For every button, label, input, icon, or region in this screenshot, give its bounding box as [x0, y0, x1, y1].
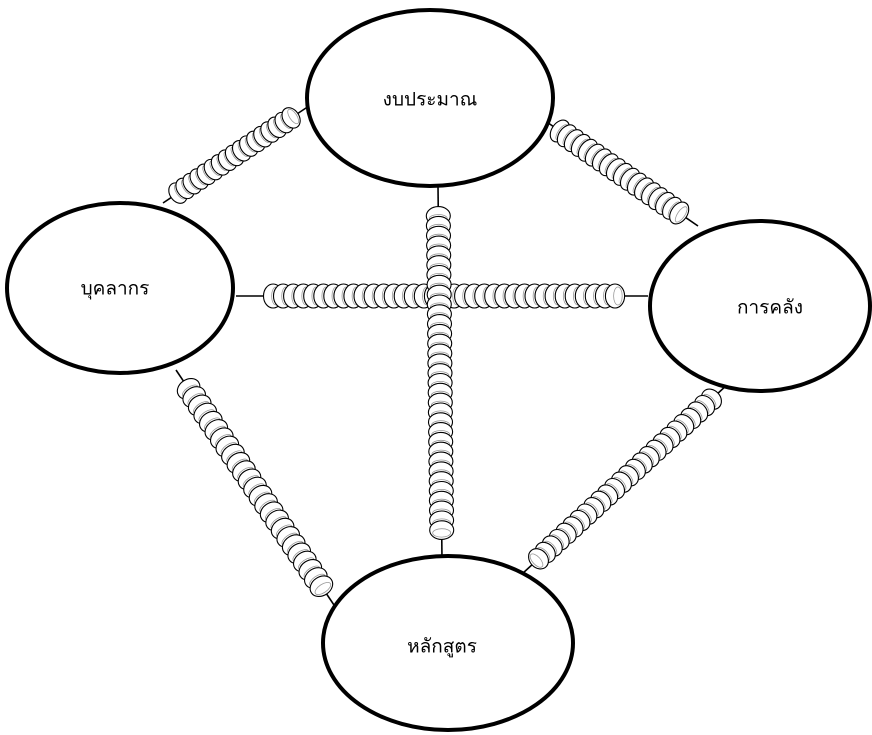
node-budget: งบประมาณ: [305, 8, 555, 188]
node-finance-ellipse: [648, 219, 872, 393]
node-finance-label: การคลัง: [737, 297, 803, 319]
spring-coil-highlight: [432, 528, 452, 538]
spring-coil-loop: [604, 283, 626, 309]
spring-coil-loop: [669, 201, 690, 225]
spring-budget-curriculum: [425, 185, 455, 561]
node-personnel-label: บุคลากร: [81, 278, 150, 301]
node-finance: การคลัง: [648, 219, 872, 393]
node-budget-label: งบประมาณ: [383, 89, 478, 111]
node-curriculum-label: หลักสูตร: [407, 636, 477, 658]
spring-coil-highlight: [287, 108, 300, 125]
node-budget-ellipse: [305, 8, 555, 188]
spring-coil-loop: [429, 520, 455, 540]
spring-personnel-budget: [162, 103, 313, 204]
spring-personnel-curriculum: [175, 369, 335, 606]
node-curriculum: หลักสูตร: [321, 554, 575, 732]
spring-coil-loop: [309, 575, 334, 598]
spring-coil-highlight: [314, 581, 332, 596]
spring-finance-curriculum: [521, 383, 729, 575]
spring-coil-loop: [281, 107, 301, 129]
node-personnel-ellipse: [5, 201, 235, 375]
spring-coil-highlight: [674, 206, 688, 223]
spring-coil-highlight: [613, 286, 623, 306]
springs-layer: [162, 103, 729, 606]
spring-coil-highlight: [529, 553, 544, 568]
nodes-layer: งบประมาณ บุคลากร การคลัง หลักสูตร: [5, 8, 872, 732]
node-personnel: บุคลากร: [5, 201, 235, 375]
node-curriculum-ellipse: [321, 554, 575, 732]
spring-budget-finance: [540, 117, 699, 227]
